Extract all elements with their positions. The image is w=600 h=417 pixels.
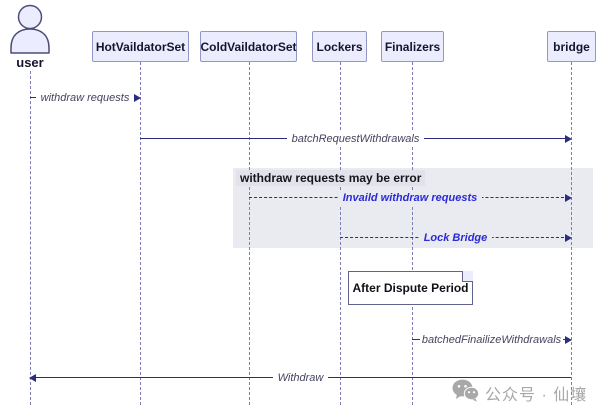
watermark: 公众号 · 仙壤	[452, 379, 587, 407]
message-lock-bridge: Lock Bridge	[340, 229, 572, 247]
actor-label-finalizers: Finalizers	[384, 39, 441, 54]
message-label: batchedFinailizeWithdrawals	[419, 333, 564, 347]
arrowhead-right-icon	[134, 94, 141, 102]
lifeline-lockers	[340, 62, 341, 405]
actor-box-lockers: Lockers	[312, 31, 367, 62]
message-label: withdraw requests	[35, 91, 135, 105]
actor-box-coldvaildatorset: ColdVaildatorSet	[200, 31, 297, 62]
message-invaild-withdraw-requests: Invaild withdraw requests	[249, 189, 572, 207]
note-fold-corner-icon	[462, 271, 473, 282]
message-label: batchRequestWithdrawals	[286, 132, 425, 146]
actor-box-finalizers: Finalizers	[381, 31, 444, 62]
highlight-region-label: withdraw requests may be error	[236, 170, 426, 186]
wechat-icon	[452, 379, 480, 407]
actor-label-lockers: Lockers	[316, 39, 363, 54]
lifeline-finalizers	[412, 62, 413, 405]
message-batch-request-withdrawals: batchRequestWithdrawals	[140, 130, 572, 148]
lifeline-hotvaildatorset	[140, 62, 141, 405]
arrowhead-right-icon	[565, 194, 572, 202]
lifeline-bridge	[571, 62, 572, 405]
message-label: Withdraw	[272, 371, 329, 385]
message-batched-finailize-withdrawals: batchedFinailizeWithdrawals	[412, 331, 572, 349]
watermark-text: 公众号 · 仙壤	[485, 387, 588, 404]
arrowhead-left-icon	[29, 374, 36, 382]
actor-box-bridge: bridge	[547, 31, 596, 62]
message-withdraw: Withdraw	[29, 369, 571, 387]
arrowhead-right-icon	[565, 135, 572, 143]
lifeline-coldvaildatorset	[249, 62, 250, 405]
actor-label-bridge: bridge	[553, 39, 590, 54]
actor-label-coldvaildatorset: ColdVaildatorSet	[200, 39, 297, 54]
arrowhead-right-icon	[565, 234, 572, 242]
actor-label-hotvaildatorset: HotVaildatorSet	[95, 39, 186, 54]
user-actor-icon	[8, 4, 52, 59]
note-label: After Dispute Period	[352, 281, 469, 295]
actor-box-hotvaildatorset: HotVaildatorSet	[92, 31, 189, 62]
actor-label-user: user	[16, 55, 44, 70]
arrowhead-right-icon	[565, 336, 572, 344]
lifeline-user	[30, 71, 31, 405]
note-after-dispute-period: After Dispute Period	[348, 271, 473, 305]
message-label: Invaild withdraw requests	[337, 191, 483, 205]
message-label: Lock Bridge	[418, 231, 493, 245]
message-withdraw-requests: withdraw requests	[30, 89, 141, 107]
